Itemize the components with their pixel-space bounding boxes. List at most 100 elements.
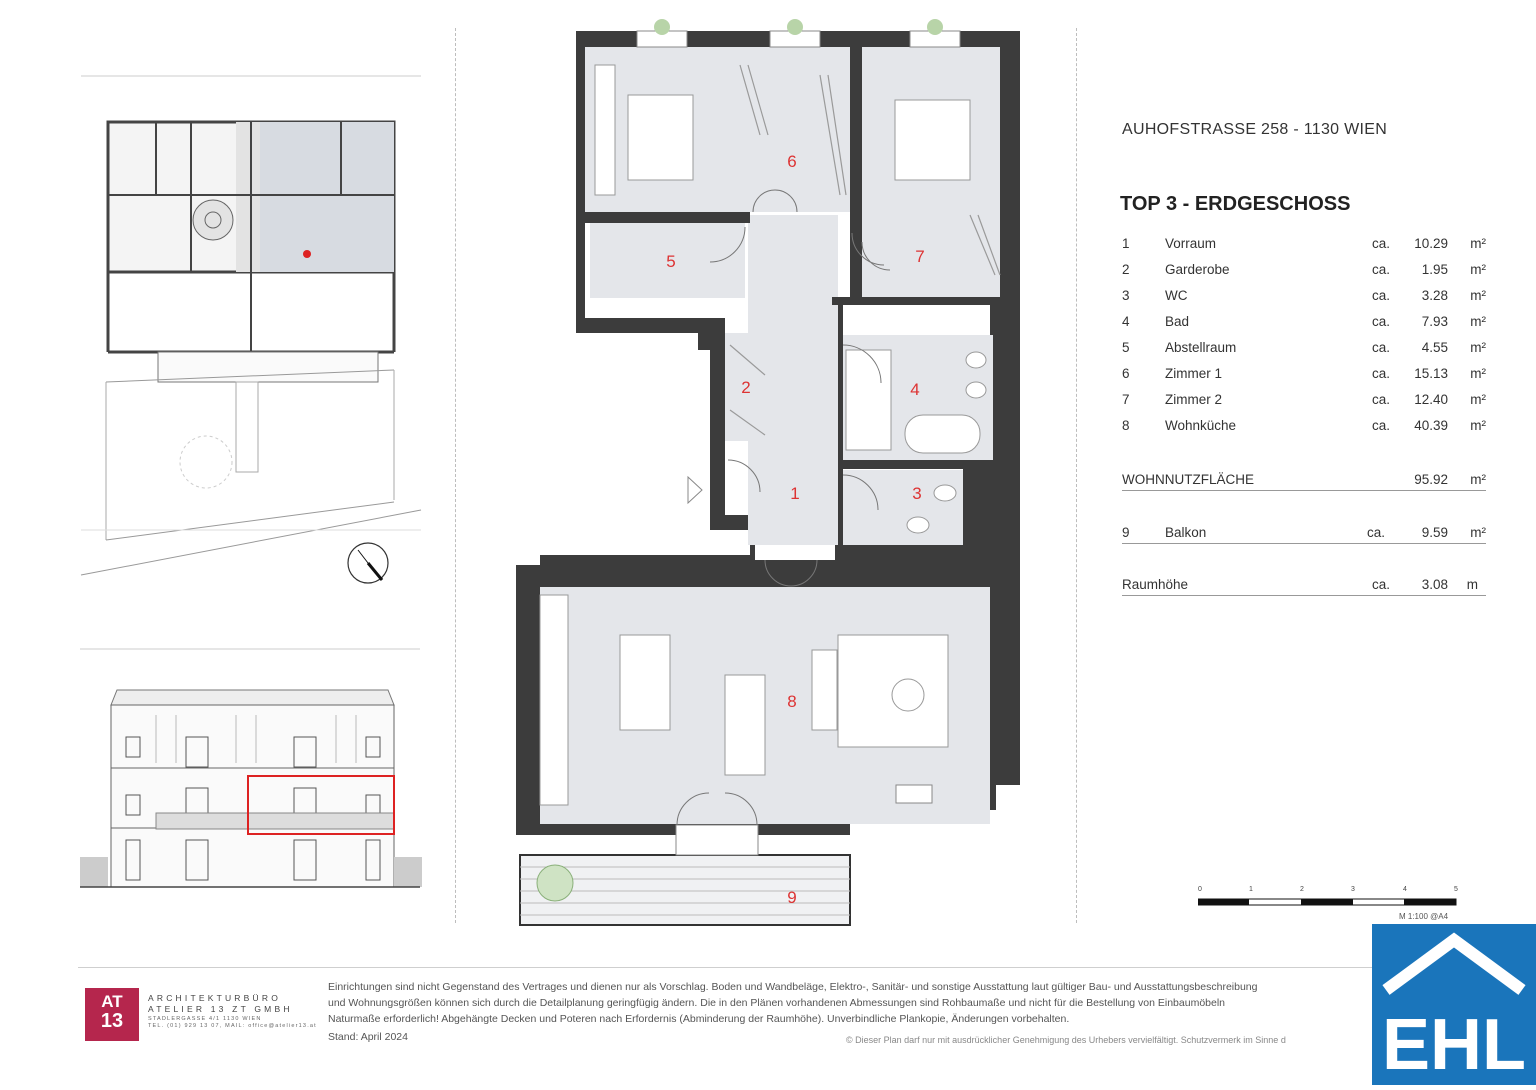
scale-tick: 5 bbox=[1454, 886, 1458, 893]
planter-icon bbox=[654, 19, 943, 35]
approx-label: ca. bbox=[1372, 418, 1391, 433]
disclaimer-line-3: Naturmaße erforderlich! Abgehängte Decke… bbox=[328, 1013, 1070, 1025]
area-unit: m² bbox=[1470, 472, 1486, 487]
ehl-logo-text: EHL bbox=[1382, 1005, 1526, 1085]
room-area: 7.93 bbox=[1421, 314, 1448, 329]
room-name: Bad bbox=[1165, 314, 1190, 329]
coffee-table bbox=[891, 678, 925, 712]
approx-label: ca. bbox=[1372, 314, 1391, 329]
unit-title: TOP 3 - ERDGESCHOSS bbox=[1120, 193, 1351, 215]
room-area: 12.40 bbox=[1414, 392, 1448, 407]
room-row: 6 Zimmer 1 ca. 15.13 m² bbox=[1122, 366, 1486, 386]
total-row: WOHNNUTZFLÄCHE 95.92 m² bbox=[1122, 472, 1486, 492]
kitchen-counter bbox=[539, 594, 569, 806]
bed-icon bbox=[627, 94, 694, 181]
dining-table bbox=[724, 674, 766, 776]
room-name: WC bbox=[1165, 288, 1188, 303]
room-number: 1 bbox=[1122, 236, 1130, 251]
architect-name-line-1: ARCHITEKTURBÜRO bbox=[148, 993, 282, 1003]
scale-label: M 1:100 @A4 bbox=[1399, 912, 1449, 921]
architect-contact-line: TEL. (01) 929 13 07, MAIL: office@atelie… bbox=[148, 1023, 317, 1029]
room-label-5: 5 bbox=[666, 252, 675, 271]
room-area: 4.55 bbox=[1421, 340, 1448, 355]
room-area: 1.95 bbox=[1421, 262, 1448, 277]
separator-right bbox=[1076, 28, 1077, 923]
room-number: 3 bbox=[1122, 288, 1130, 303]
room-number: 4 bbox=[1122, 314, 1130, 329]
site-plan bbox=[80, 75, 422, 584]
building-elevation bbox=[80, 648, 422, 888]
room-number: 9 bbox=[1122, 525, 1130, 540]
approx-label: ca. bbox=[1372, 392, 1391, 407]
plant-icon bbox=[536, 864, 574, 902]
area-unit: m² bbox=[1470, 418, 1486, 433]
room-label-6: 6 bbox=[787, 152, 796, 171]
balcony-underline bbox=[1122, 543, 1486, 544]
room-name: Vorraum bbox=[1165, 236, 1217, 251]
architect-address: STADLERGASSE 4/1 1130 WIEN TEL. (01) 929… bbox=[148, 1016, 317, 1030]
room-name: Abstellraum bbox=[1165, 340, 1237, 355]
room-height-value: 3.08 bbox=[1421, 577, 1448, 592]
area-unit: m² bbox=[1470, 314, 1486, 329]
highlighted-unit bbox=[251, 122, 394, 272]
disclaimer: Einrichtungen sind nicht Gegenstand des … bbox=[328, 979, 1373, 1027]
room-label-2: 2 bbox=[741, 378, 750, 397]
north-arrow-icon bbox=[347, 542, 389, 584]
area-unit: m² bbox=[1470, 236, 1486, 251]
scale-tick: 4 bbox=[1403, 886, 1407, 893]
room-label-9: 9 bbox=[787, 888, 796, 907]
architect-logo-text: AT bbox=[101, 992, 123, 1011]
architect-name: ARCHITEKTURBÜRO ATELIER 13 ZT GMBH bbox=[148, 993, 293, 1015]
approx-label: ca. bbox=[1372, 262, 1391, 277]
scale-tick: 2 bbox=[1300, 886, 1304, 893]
entrance-arrow-icon bbox=[687, 475, 703, 505]
bed-icon-2 bbox=[894, 99, 971, 181]
area-unit: m² bbox=[1470, 262, 1486, 277]
ehl-logo: EHL bbox=[1372, 924, 1536, 1085]
unit-highlight-box bbox=[247, 775, 395, 835]
room-row: 4 Bad ca. 7.93 m² bbox=[1122, 314, 1486, 334]
scale-tick: 0 bbox=[1198, 886, 1202, 893]
room-label-8: 8 bbox=[787, 692, 796, 711]
room-row: 3 WC ca. 3.28 m² bbox=[1122, 288, 1486, 308]
room-area: 3.28 bbox=[1421, 288, 1448, 303]
disclaimer-line-1: Einrichtungen sind nicht Gegenstand des … bbox=[328, 981, 1258, 993]
room-area: 15.13 bbox=[1414, 366, 1448, 381]
sofa-icon bbox=[811, 649, 838, 731]
approx-label: ca. bbox=[1372, 366, 1391, 381]
height-underline bbox=[1122, 595, 1486, 596]
balcony-area: 9.59 bbox=[1421, 525, 1448, 540]
room-label-3: 3 bbox=[912, 484, 921, 503]
floor-plan: 1 2 3 4 5 6 7 8 9 bbox=[516, 19, 1020, 926]
room-name: Garderobe bbox=[1165, 262, 1230, 277]
room-name: Zimmer 2 bbox=[1165, 392, 1222, 407]
room-name: Balkon bbox=[1165, 525, 1207, 540]
scale-bar bbox=[1198, 898, 1457, 906]
area-unit: m² bbox=[1470, 366, 1486, 381]
room-row: 1 Vorraum ca. 10.29 m² bbox=[1122, 236, 1486, 256]
copyright-note: © Dieser Plan darf nur mit ausdrückliche… bbox=[846, 1035, 1286, 1045]
property-address: AUHOFSTRASSE 258 - 1130 WIEN bbox=[1122, 121, 1388, 138]
balcony-row: 9 Balkon ca. 9.59 m² bbox=[1122, 525, 1486, 545]
height-row: Raumhöhe ca. 3.08 m bbox=[1122, 577, 1486, 597]
total-label: WOHNNUTZFLÄCHE bbox=[1122, 472, 1254, 487]
total-area: 95.92 bbox=[1414, 472, 1448, 487]
separator-left bbox=[455, 28, 456, 923]
unit-location-marker bbox=[303, 250, 311, 258]
house-roof-icon: EHL bbox=[1382, 932, 1526, 1085]
area-unit: m² bbox=[1470, 392, 1486, 407]
room-label-1: 1 bbox=[790, 484, 799, 503]
footer-divider bbox=[78, 967, 1373, 968]
room-area: 40.39 bbox=[1414, 418, 1448, 433]
room-label-4: 4 bbox=[910, 380, 919, 399]
scale-tick: 3 bbox=[1351, 886, 1355, 893]
scale-tick: 1 bbox=[1249, 886, 1253, 893]
kitchen-island bbox=[619, 634, 671, 731]
room-area: 10.29 bbox=[1414, 236, 1448, 251]
approx-label: ca. bbox=[1372, 577, 1391, 592]
approx-label: ca. bbox=[1372, 236, 1391, 251]
architect-logo: AT 13 bbox=[85, 988, 139, 1041]
room-row: 7 Zimmer 2 ca. 12.40 m² bbox=[1122, 392, 1486, 412]
room-name: Zimmer 1 bbox=[1165, 366, 1222, 381]
shower-icon bbox=[845, 349, 892, 451]
